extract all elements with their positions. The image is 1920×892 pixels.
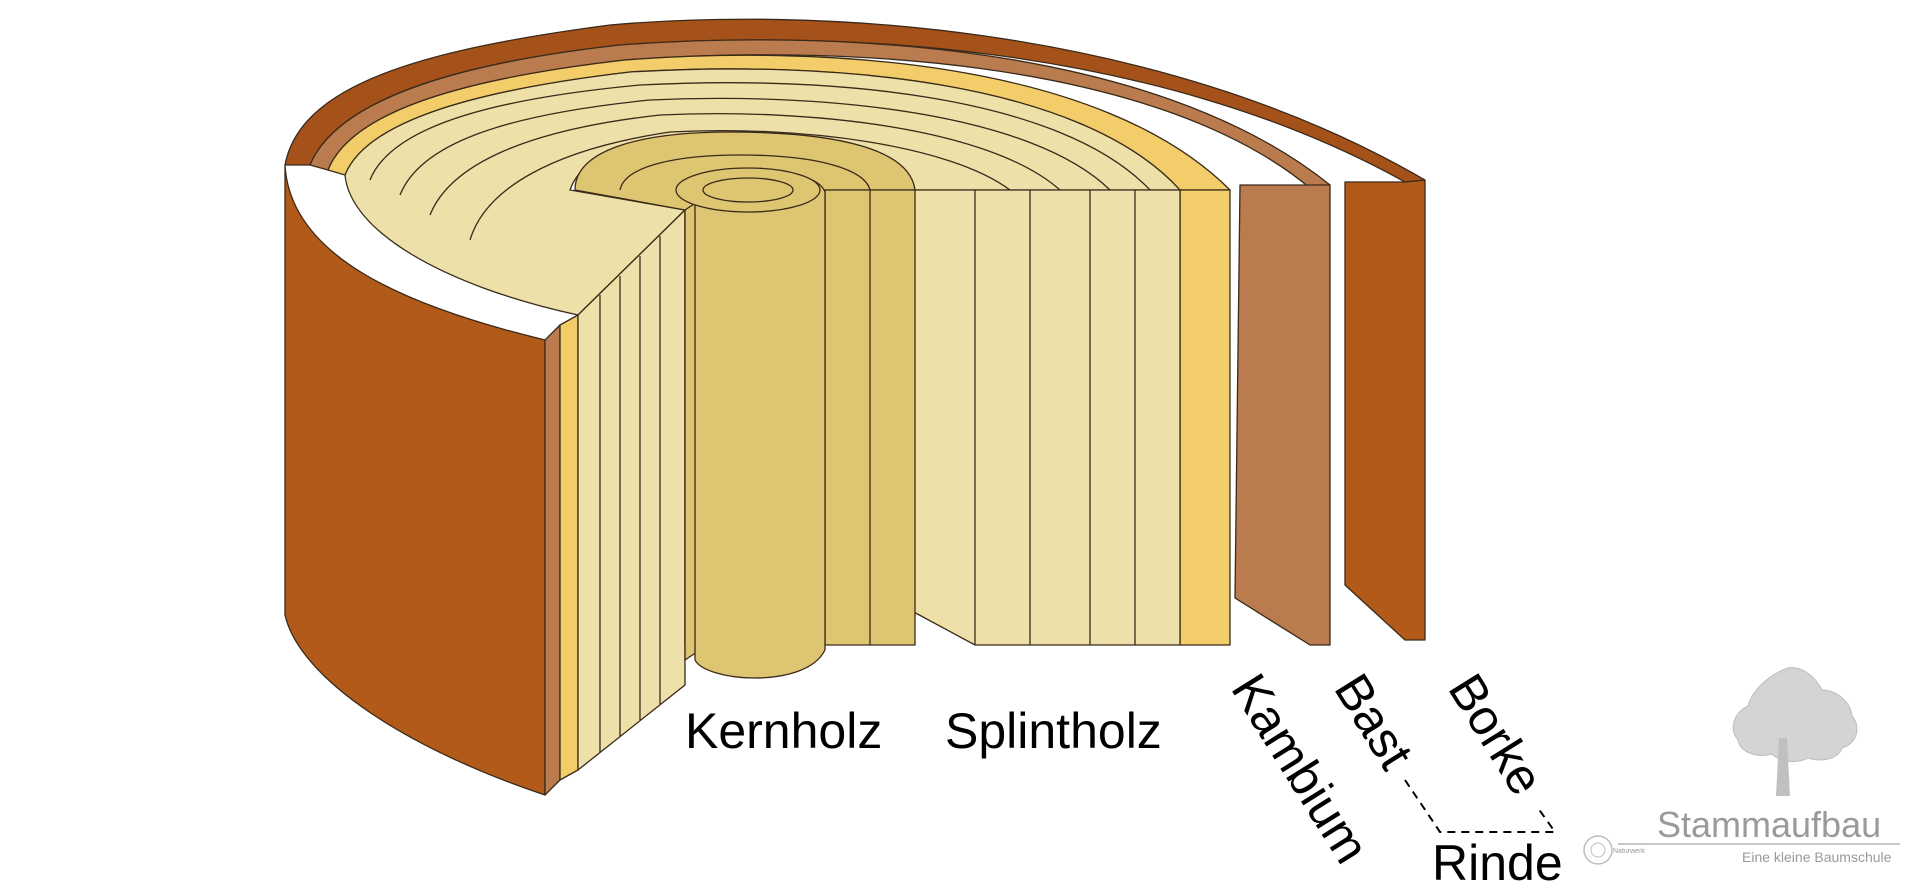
seal-logo: Naturwerk [1583, 835, 1645, 865]
borke-side-face [1344, 179, 1426, 641]
bast-side-face [1234, 184, 1331, 646]
label-kernholz: Kernholz [685, 703, 882, 759]
bast-outer-face [544, 324, 561, 796]
kernholz-layer [574, 131, 916, 679]
splintholz-layer [344, 68, 1181, 771]
bast-layer [309, 39, 1331, 796]
kambium-layer [327, 54, 1231, 781]
borke-layer [284, 18, 1426, 796]
label-borke: Borke [1438, 664, 1555, 804]
label-splintholz: Splintholz [945, 703, 1162, 759]
kambium-outer-face [559, 314, 579, 781]
rinde-bracket [1404, 779, 1557, 833]
brand-subtitle: Eine kleine Baumschule [1742, 849, 1892, 865]
label-rinde: Rinde [1432, 835, 1563, 891]
splintholz-front-face [577, 209, 686, 771]
branding: Stammaufbau Eine kleine Baumschule Natur… [1583, 667, 1900, 865]
seal-text: Naturwerk [1613, 848, 1645, 855]
pith-center [702, 177, 794, 203]
brand-title: Stammaufbau [1657, 804, 1881, 845]
label-bast: Bast [1324, 664, 1425, 779]
splintholz-side-face [909, 189, 1181, 646]
tree-icon [1732, 667, 1858, 796]
kambium-side-face [1179, 189, 1231, 646]
pith-cylinder [694, 169, 826, 679]
